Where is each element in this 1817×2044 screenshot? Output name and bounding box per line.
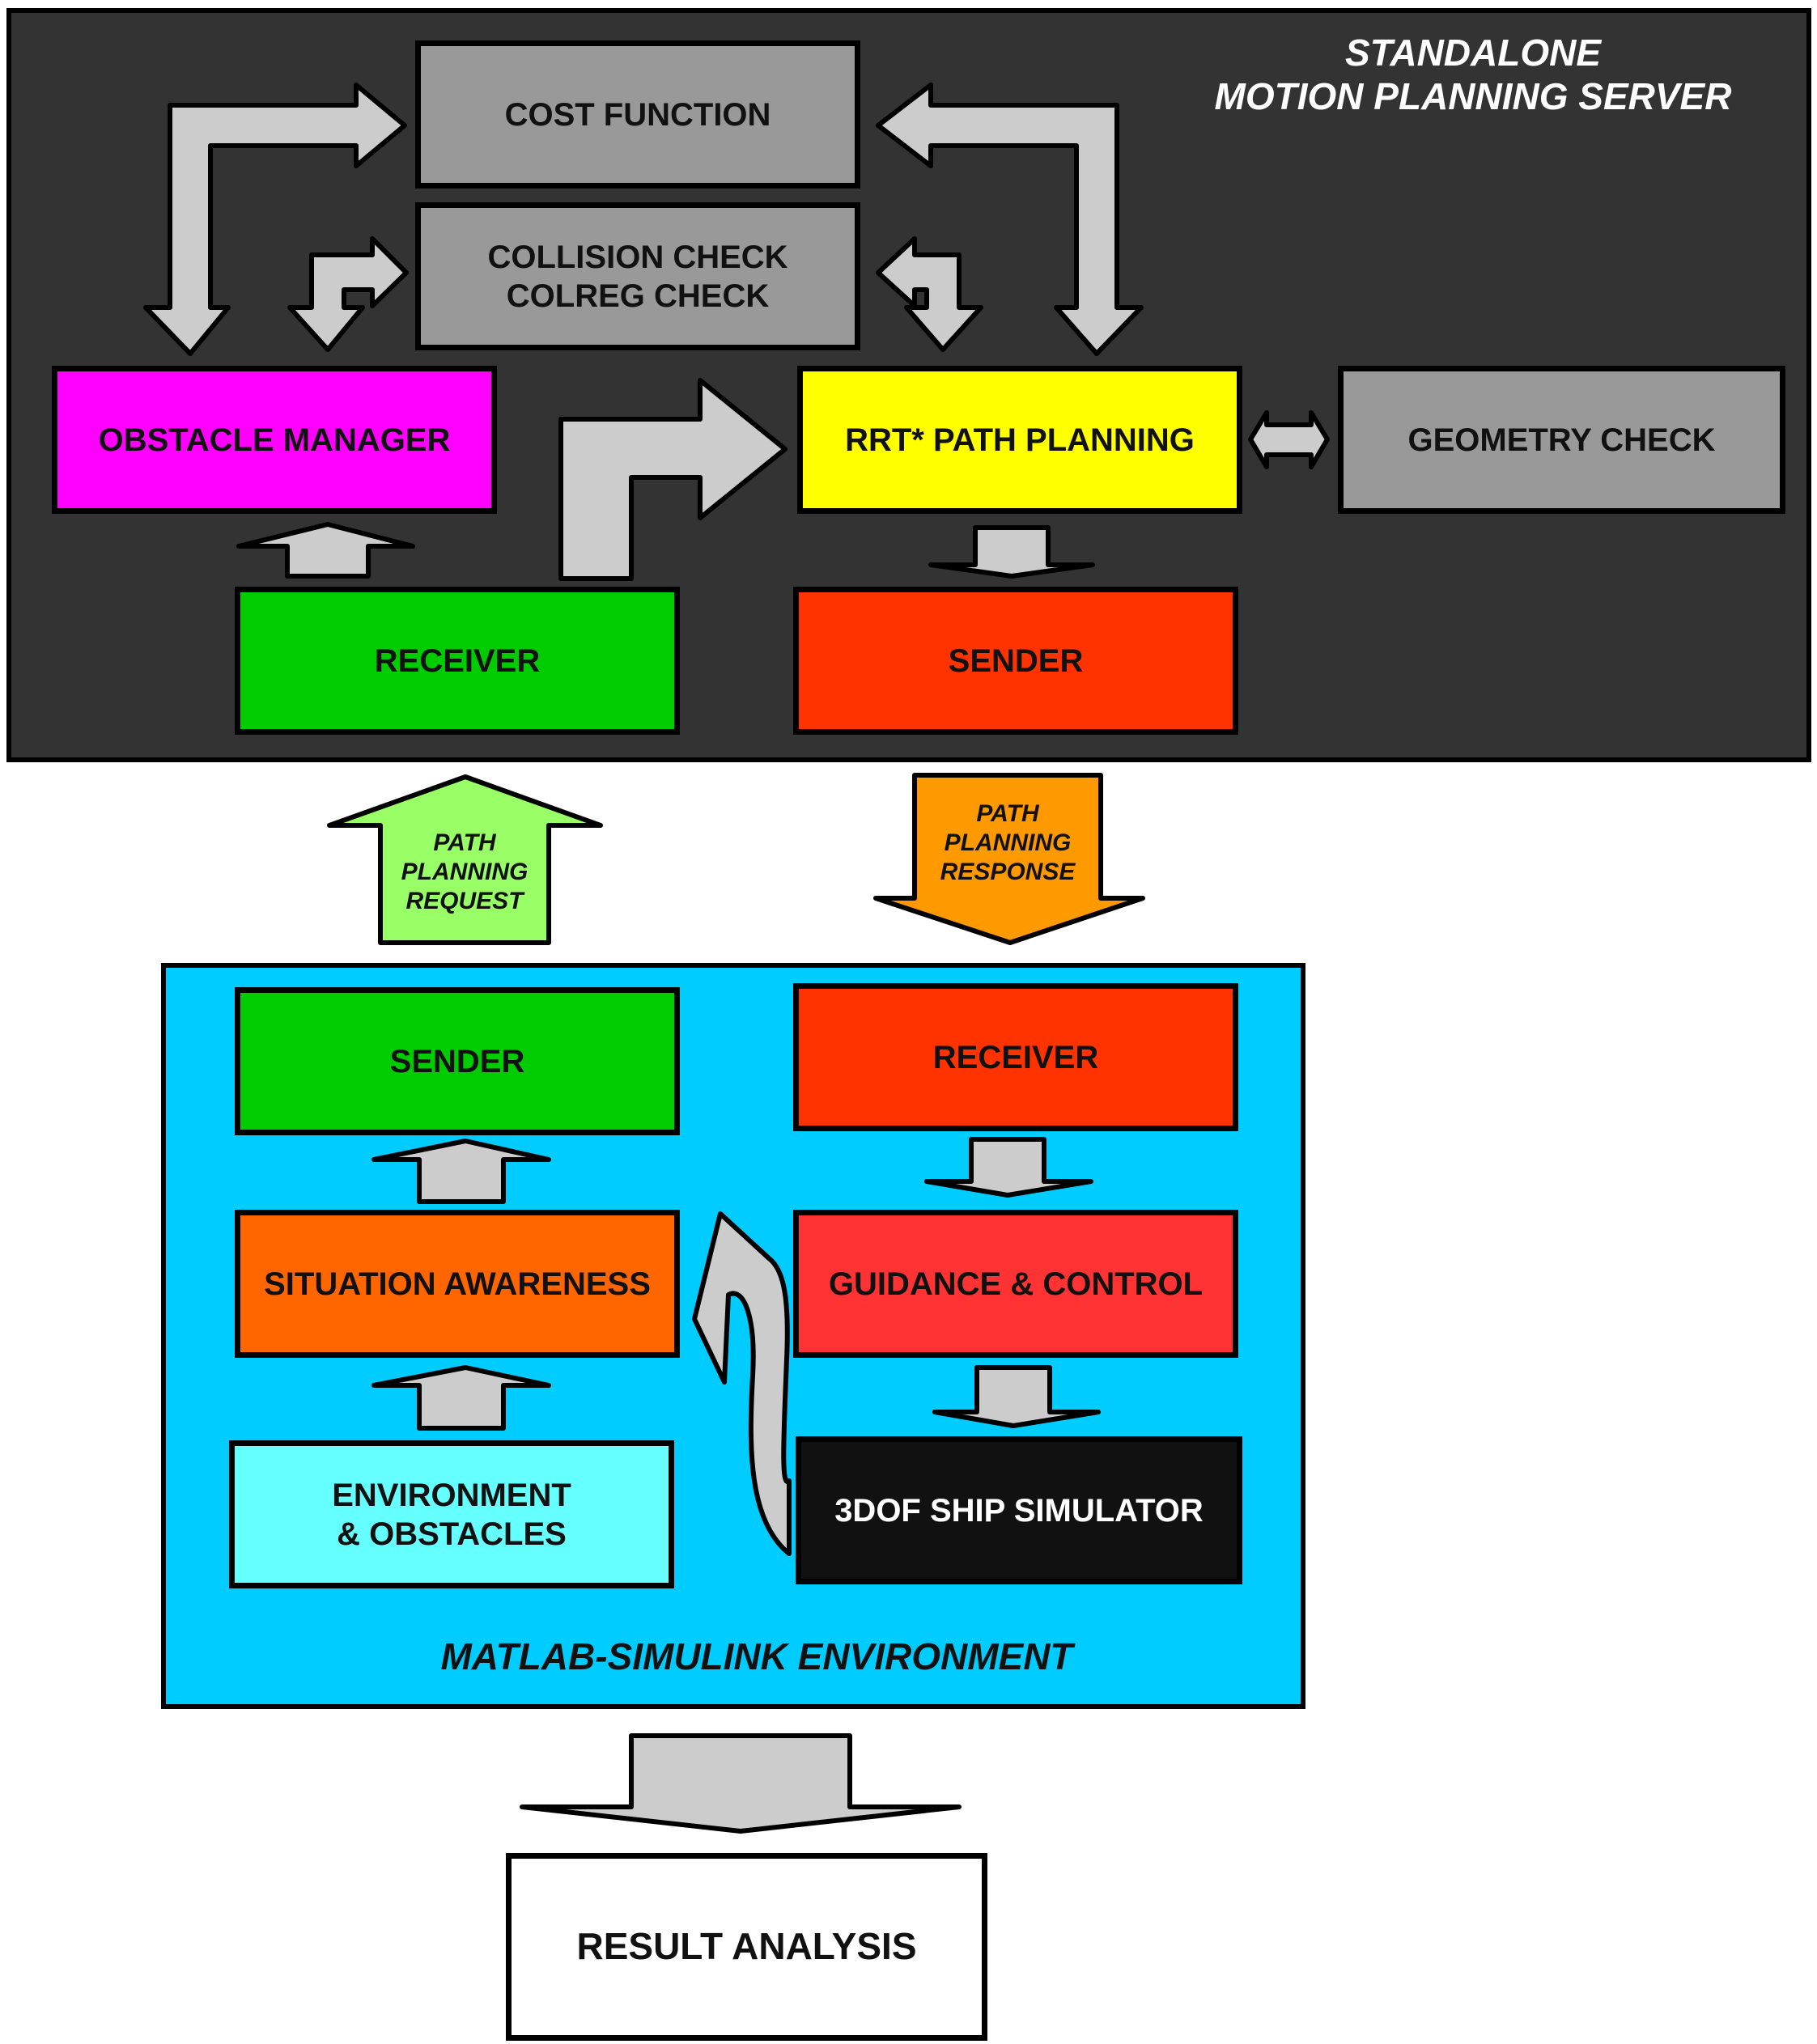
result-analysis-block: RESULT ANALYSIS bbox=[506, 1853, 987, 2041]
collision-colreg-check-block: COLLISION CHECK COLREG CHECK bbox=[415, 202, 860, 350]
simulink-sender-block: SENDER bbox=[235, 987, 680, 1135]
arrow-receiver-guidance-control bbox=[924, 1137, 1093, 1198]
arrow-guidance-control-ship-simulator bbox=[932, 1365, 1101, 1428]
rrt-path-planning-block: RRT* PATH PLANNING bbox=[797, 366, 1242, 514]
arrow-path-planning-request bbox=[327, 774, 603, 945]
arrow-rrt-sender bbox=[928, 525, 1095, 579]
server-sender-block: SENDER bbox=[793, 587, 1238, 735]
situation-awareness-block: SITUATION AWARENESS bbox=[235, 1210, 680, 1358]
obstacle-manager-block: OBSTACLE MANAGER bbox=[52, 366, 497, 514]
arrow-environment-situation-awareness bbox=[371, 1365, 551, 1431]
geometry-check-block: GEOMETRY CHECK bbox=[1338, 366, 1785, 514]
arrow-receiver-rrt bbox=[558, 378, 788, 581]
simulink-receiver-block: RECEIVER bbox=[793, 983, 1238, 1131]
path-planning-response-label: PATH PLANNING RESPONSE bbox=[940, 800, 1076, 885]
simulink-title: MATLAB-SIMULINK ENVIRONMENT bbox=[440, 1635, 1073, 1677]
arrow-collision-obstacle-manager bbox=[287, 236, 409, 352]
arrow-rrt-geometry-check bbox=[1248, 410, 1330, 469]
arrow-situation-awareness-sender bbox=[371, 1139, 551, 1204]
environment-obstacles-block: ENVIRONMENT & OBSTACLES bbox=[229, 1440, 674, 1588]
arrow-ship-simulator-situation-awareness bbox=[692, 1211, 792, 1556]
guidance-control-block: GUIDANCE & CONTROL bbox=[793, 1210, 1238, 1358]
arrow-receiver-obstacle-manager bbox=[236, 522, 415, 579]
server-title: STANDALONE MOTION PLANNING SERVER bbox=[1214, 32, 1732, 118]
arrow-path-planning-response bbox=[873, 773, 1145, 945]
server-receiver-block: RECEIVER bbox=[235, 587, 680, 735]
path-planning-request-label: PATH PLANNING REQUEST bbox=[401, 829, 529, 914]
arrow-cost-function-obstacle-manager bbox=[143, 83, 407, 356]
arrow-collision-rrt bbox=[876, 236, 983, 352]
ship-simulator-block: 3DOF SHIP SIMULATOR bbox=[796, 1436, 1242, 1584]
cost-function-block: COST FUNCTION bbox=[415, 40, 860, 189]
arrow-simulink-result-analysis bbox=[520, 1733, 962, 1834]
arrow-cost-function-rrt bbox=[876, 83, 1144, 356]
